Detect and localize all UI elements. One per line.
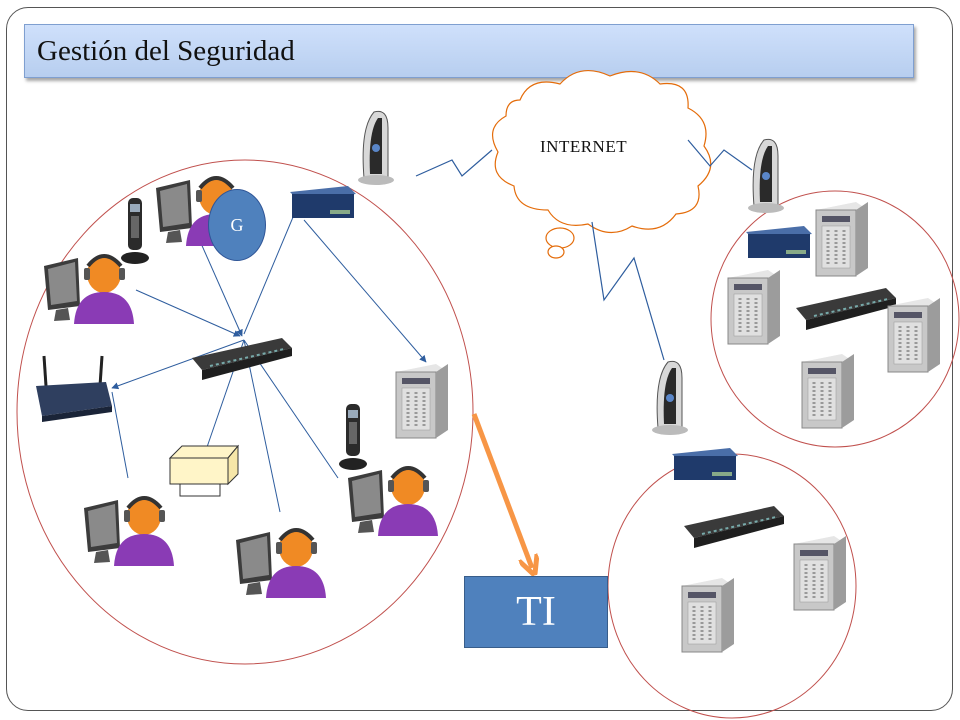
router-box-icon bbox=[746, 226, 812, 258]
router-box-icon bbox=[290, 186, 356, 218]
workstation-operator-icon bbox=[82, 495, 176, 568]
server-tower-icon bbox=[800, 352, 856, 430]
cordless-phone-icon bbox=[121, 198, 149, 264]
modem-icon bbox=[651, 360, 689, 436]
manager-badge: G bbox=[208, 189, 266, 261]
internet-cloud-icon bbox=[491, 69, 712, 259]
network-switch-icon bbox=[683, 505, 785, 549]
server-tower-icon bbox=[394, 362, 450, 440]
server-tower-icon bbox=[792, 534, 848, 612]
local-network-zone bbox=[16, 159, 474, 665]
server-tower-icon bbox=[726, 268, 782, 346]
network-switch-icon bbox=[795, 287, 897, 331]
cordless-phone-icon bbox=[339, 404, 367, 470]
router-box-icon bbox=[672, 448, 738, 480]
modem-icon bbox=[357, 110, 395, 186]
workstation-operator-icon bbox=[346, 465, 440, 538]
remote-site-zone bbox=[710, 190, 960, 448]
workstation-operator-icon bbox=[42, 253, 136, 326]
server-tower-icon bbox=[680, 576, 736, 654]
wan-link-left bbox=[415, 149, 493, 177]
server-tower-icon bbox=[814, 200, 870, 278]
wan-link-bottom bbox=[591, 221, 665, 361]
wireless-router-icon bbox=[34, 354, 114, 424]
page-title: Gestión del Seguridad bbox=[24, 24, 914, 78]
escalation-arrow bbox=[471, 413, 532, 568]
modem-icon bbox=[747, 138, 785, 214]
wan-link-right bbox=[687, 139, 753, 171]
printer-icon bbox=[169, 445, 239, 497]
server-tower-icon bbox=[886, 296, 942, 374]
workstation-operator-icon bbox=[234, 527, 328, 600]
it-department-box: TI bbox=[464, 576, 608, 648]
internet-label: INTERNET bbox=[540, 137, 628, 156]
